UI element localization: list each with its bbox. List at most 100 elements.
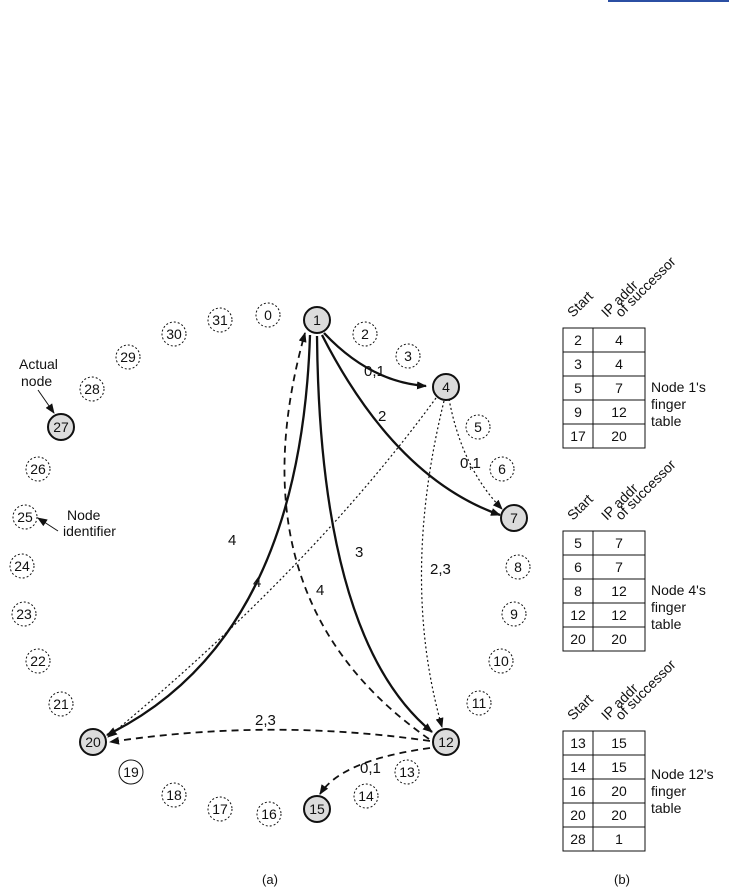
column-header-start: Start [564,491,596,523]
table-cell: 7 [615,380,623,396]
svg-text:15: 15 [309,801,325,817]
svg-text:20: 20 [85,734,101,750]
svg-text:31: 31 [212,312,228,328]
table-cell: 7 [615,559,623,575]
identifier-5: 5 [465,414,491,440]
edge-4-to-7 [448,398,503,510]
identifier-22: 22 [25,648,51,674]
table-cell: 1 [615,831,623,847]
table-cell: 8 [574,583,582,599]
svg-text:17: 17 [212,801,228,817]
caption-b: (b) [614,872,630,887]
edge-12-to-15 [319,747,431,795]
identifier-0: 0 [255,302,281,328]
table-cell: 3 [574,356,582,372]
table-caption-line1: Node 12's [651,766,714,782]
node-identifier-label-line1: Node [67,507,101,523]
actual-node-label-line2: node [21,373,52,389]
svg-text:24: 24 [14,558,30,574]
table-cell: 20 [611,783,627,799]
actual-node-pointer [37,389,55,414]
svg-text:3: 3 [404,348,412,364]
column-header-start: Start [564,691,596,723]
actual-nodes: 1 4 7 12 15 20 27 [47,306,528,823]
table-cell: 13 [570,735,586,751]
table-cell: 6 [574,559,582,575]
identifier-25: 25 [12,504,38,530]
table-cell: 4 [615,356,623,372]
table-cell: 20 [611,428,627,444]
column-header-start: Start [564,288,596,320]
identifier-30: 30 [161,321,187,347]
table-cell: 20 [570,807,586,823]
edge-label-1-12: 3 [355,544,363,561]
edge-4-to-12 [420,400,445,728]
node-identifier-pointer [37,517,59,532]
edge-12-to-20 [109,728,431,745]
edges [37,332,503,795]
svg-text:18: 18 [166,787,182,803]
table-cell: 20 [570,631,586,647]
identifier-16: 16 [256,801,282,827]
edge-label-4-20: 4 [253,574,261,591]
actual-node-label-line1: Actual [19,356,58,372]
table-caption-line1: Node 1's [651,379,706,395]
svg-text:0: 0 [264,307,272,323]
actual-node-12: 12 [432,728,460,756]
table-cell: 5 [574,535,582,551]
svg-text:19: 19 [123,764,139,780]
identifier-10: 10 [488,648,514,674]
actual-node-7: 7 [500,504,528,532]
identifier-9: 9 [501,601,527,627]
identifier-3: 3 [395,343,421,369]
identifier-17: 17 [207,796,233,822]
table-caption-line3: table [651,413,682,429]
actual-node-27: 27 [47,413,75,441]
table-caption-line2: finger [651,599,686,615]
table-cell: 12 [570,607,586,623]
svg-text:8: 8 [514,559,522,575]
table-caption-line2: finger [651,396,686,412]
identifier-26: 26 [25,456,51,482]
svg-text:22: 22 [30,653,46,669]
svg-text:11: 11 [472,695,487,711]
edge-1-to-7 [320,334,501,517]
table-cell: 12 [611,583,627,599]
table-cell: 7 [615,535,623,551]
finger-table-node-4: Start IP addr of successor 5 7 6 7 8 12 … [562,456,706,652]
edge-label-1-7: 2 [378,408,386,425]
table-cell: 2 [574,332,582,348]
svg-text:12: 12 [438,734,454,750]
identifier-8: 8 [505,554,531,580]
svg-text:28: 28 [84,381,100,397]
edge-label-1-4: 0,1 [364,363,385,380]
identifier-circles: 0 2 3 5 6 8 9 10 11 13 14 16 17 18 19 21… [9,302,531,827]
table-cell: 15 [611,735,627,751]
table-cell: 20 [611,807,627,823]
table-caption-line3: table [651,800,682,816]
edge-1-to-4 [323,332,427,390]
table-cell: 5 [574,380,582,396]
edge-label-4-7: 0,1 [460,455,481,472]
svg-text:16: 16 [261,806,277,822]
identifier-23: 23 [11,601,37,627]
svg-text:29: 29 [120,349,136,365]
table-caption-line3: table [651,616,682,632]
svg-text:7: 7 [510,510,518,526]
svg-text:14: 14 [358,788,374,804]
table-cell: 17 [570,428,586,444]
svg-text:21: 21 [53,696,69,712]
svg-text:5: 5 [474,419,482,435]
table-caption-line2: finger [651,783,686,799]
svg-text:13: 13 [399,764,415,780]
svg-text:1: 1 [313,312,321,328]
edge-1-to-20 [106,334,312,737]
top-accent-line [608,0,729,2]
identifier-11: 11 [466,690,492,716]
identifier-24: 24 [9,553,35,579]
svg-text:26: 26 [30,461,46,477]
identifier-28: 28 [79,376,105,402]
table-cell: 14 [570,759,586,775]
actual-node-15: 15 [303,795,331,823]
identifier-2: 2 [352,321,378,347]
